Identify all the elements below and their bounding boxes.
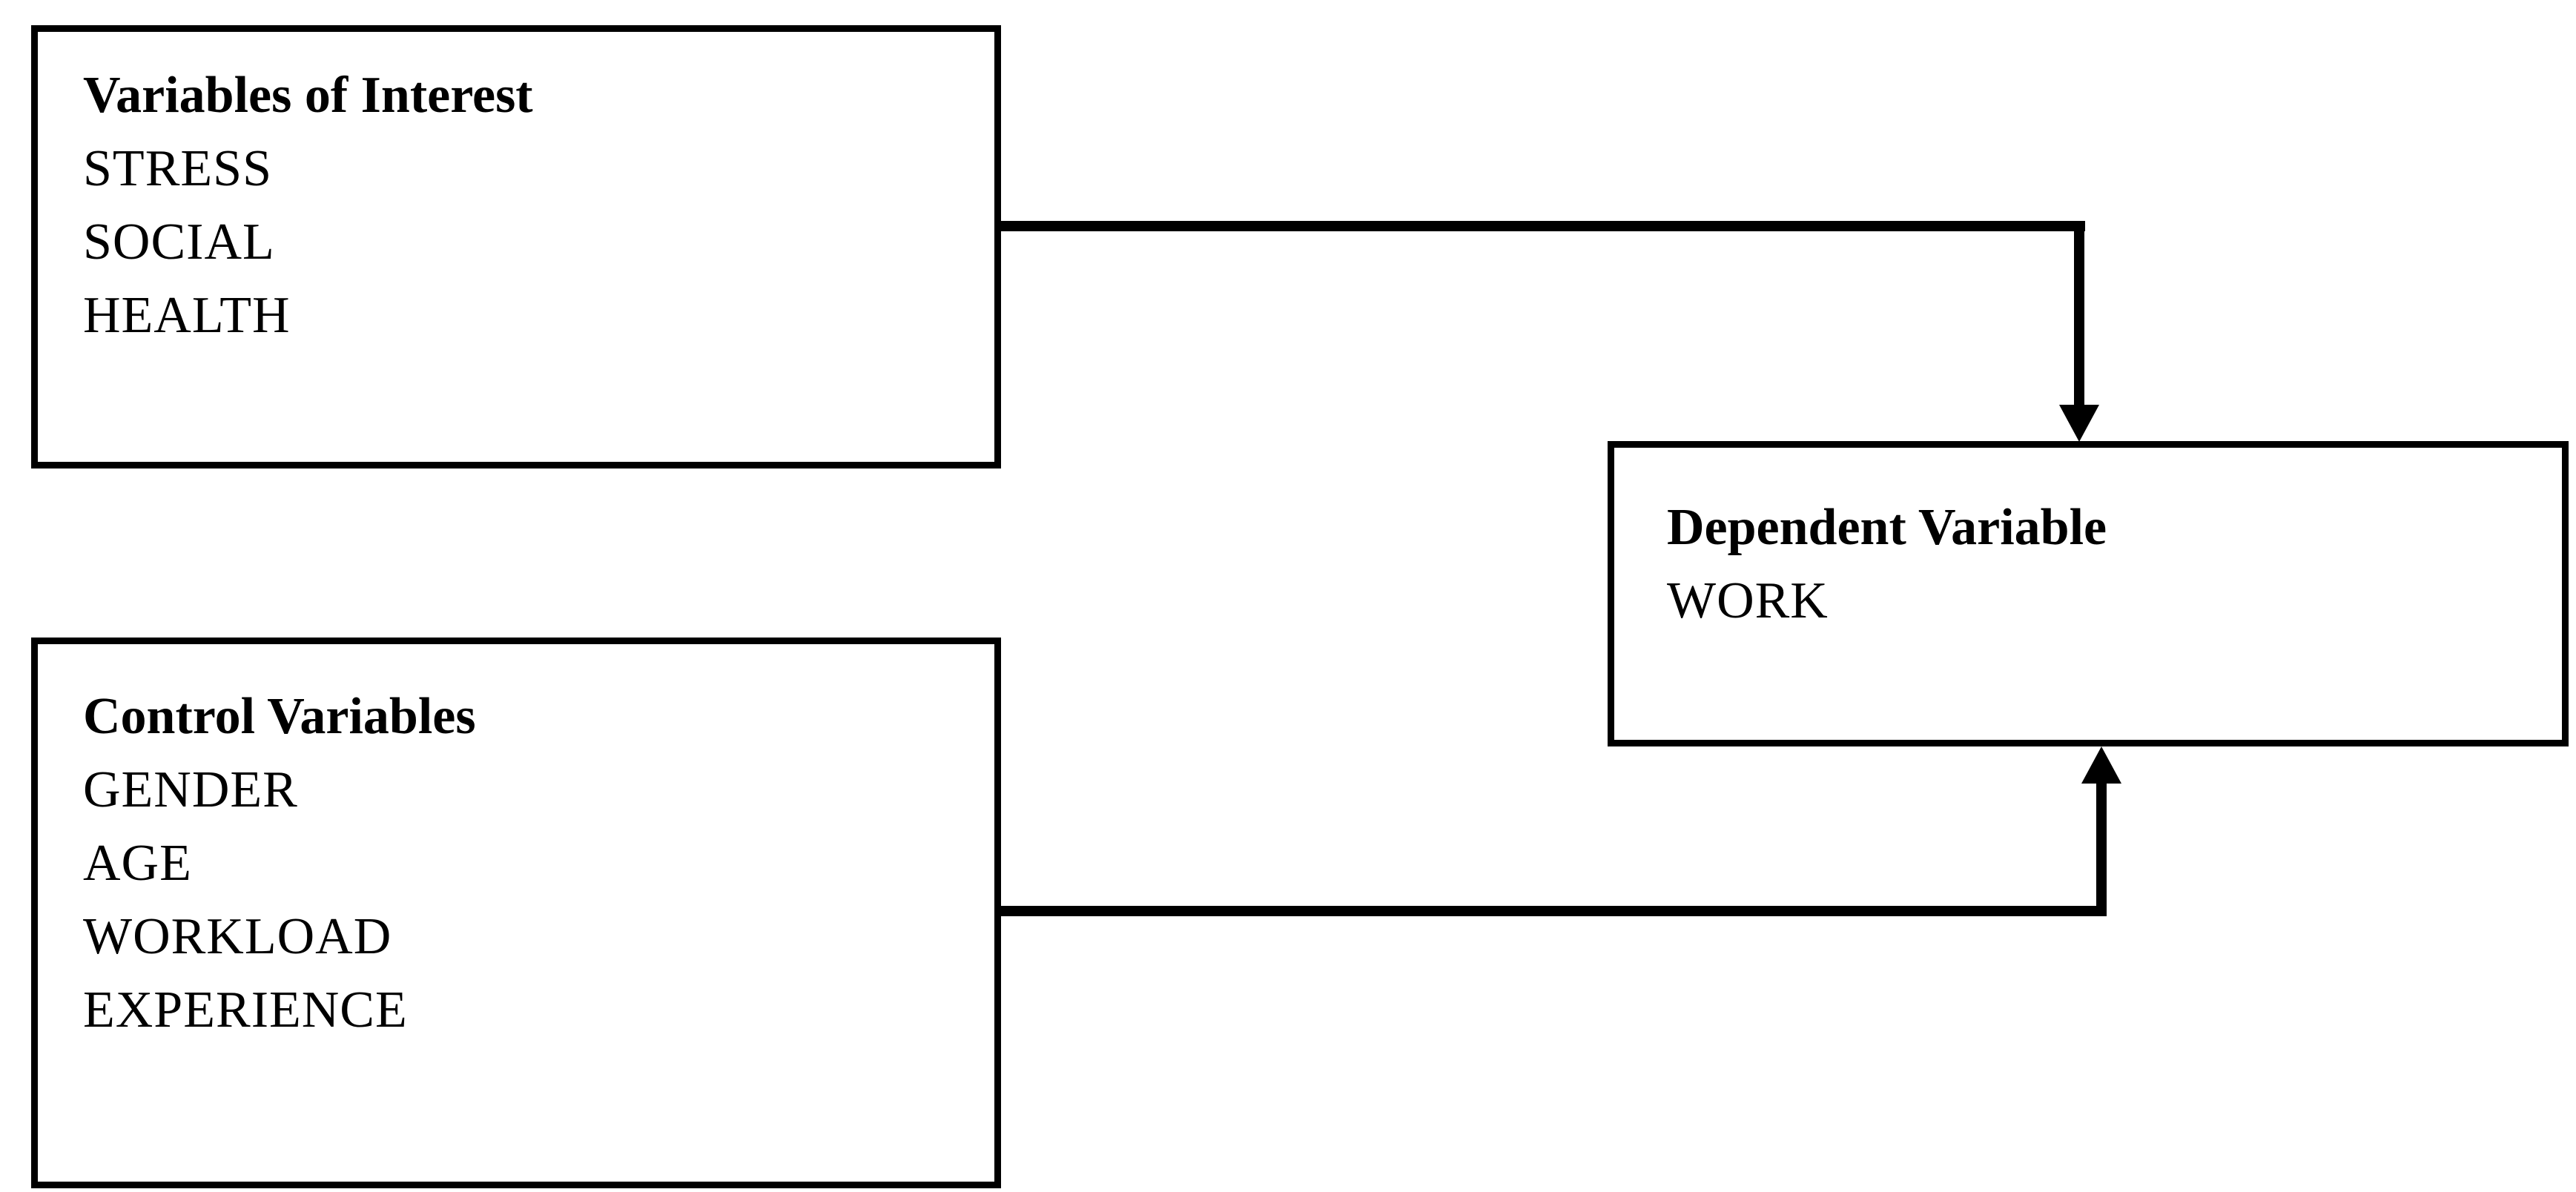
variable-item-work: WORK	[1667, 572, 1829, 629]
variable-item-health: HEALTH	[83, 287, 291, 344]
control-to-dependent-connector-vertical	[2096, 778, 2107, 916]
variable-item-experience: EXPERIENCE	[83, 981, 408, 1039]
variables-of-interest-box: Variables of Interest STRESS SOCIAL HEAL…	[31, 25, 1001, 468]
control-variables-box: Control Variables GENDER AGE WORKLOAD EX…	[31, 638, 1001, 1188]
variable-item-gender: GENDER	[83, 761, 298, 818]
control-variables-title: Control Variables	[83, 688, 476, 745]
variables-of-interest-title: Variables of Interest	[83, 67, 533, 124]
interest-to-dependent-connector-vertical	[2074, 221, 2084, 414]
interest-to-dependent-connector-horizontal	[1001, 221, 2085, 231]
dependent-variable-title: Dependent Variable	[1667, 499, 2107, 556]
variable-item-age: AGE	[83, 835, 192, 892]
arrowhead-up-icon	[2081, 746, 2121, 784]
arrowhead-down-icon	[2059, 405, 2099, 442]
variable-item-social: SOCIAL	[83, 213, 275, 271]
dependent-variable-box: Dependent Variable WORK	[1608, 441, 2569, 746]
control-to-dependent-connector-horizontal	[1001, 906, 2107, 916]
variable-item-stress: STRESS	[83, 140, 272, 197]
variable-item-workload: WORKLOAD	[83, 908, 392, 965]
